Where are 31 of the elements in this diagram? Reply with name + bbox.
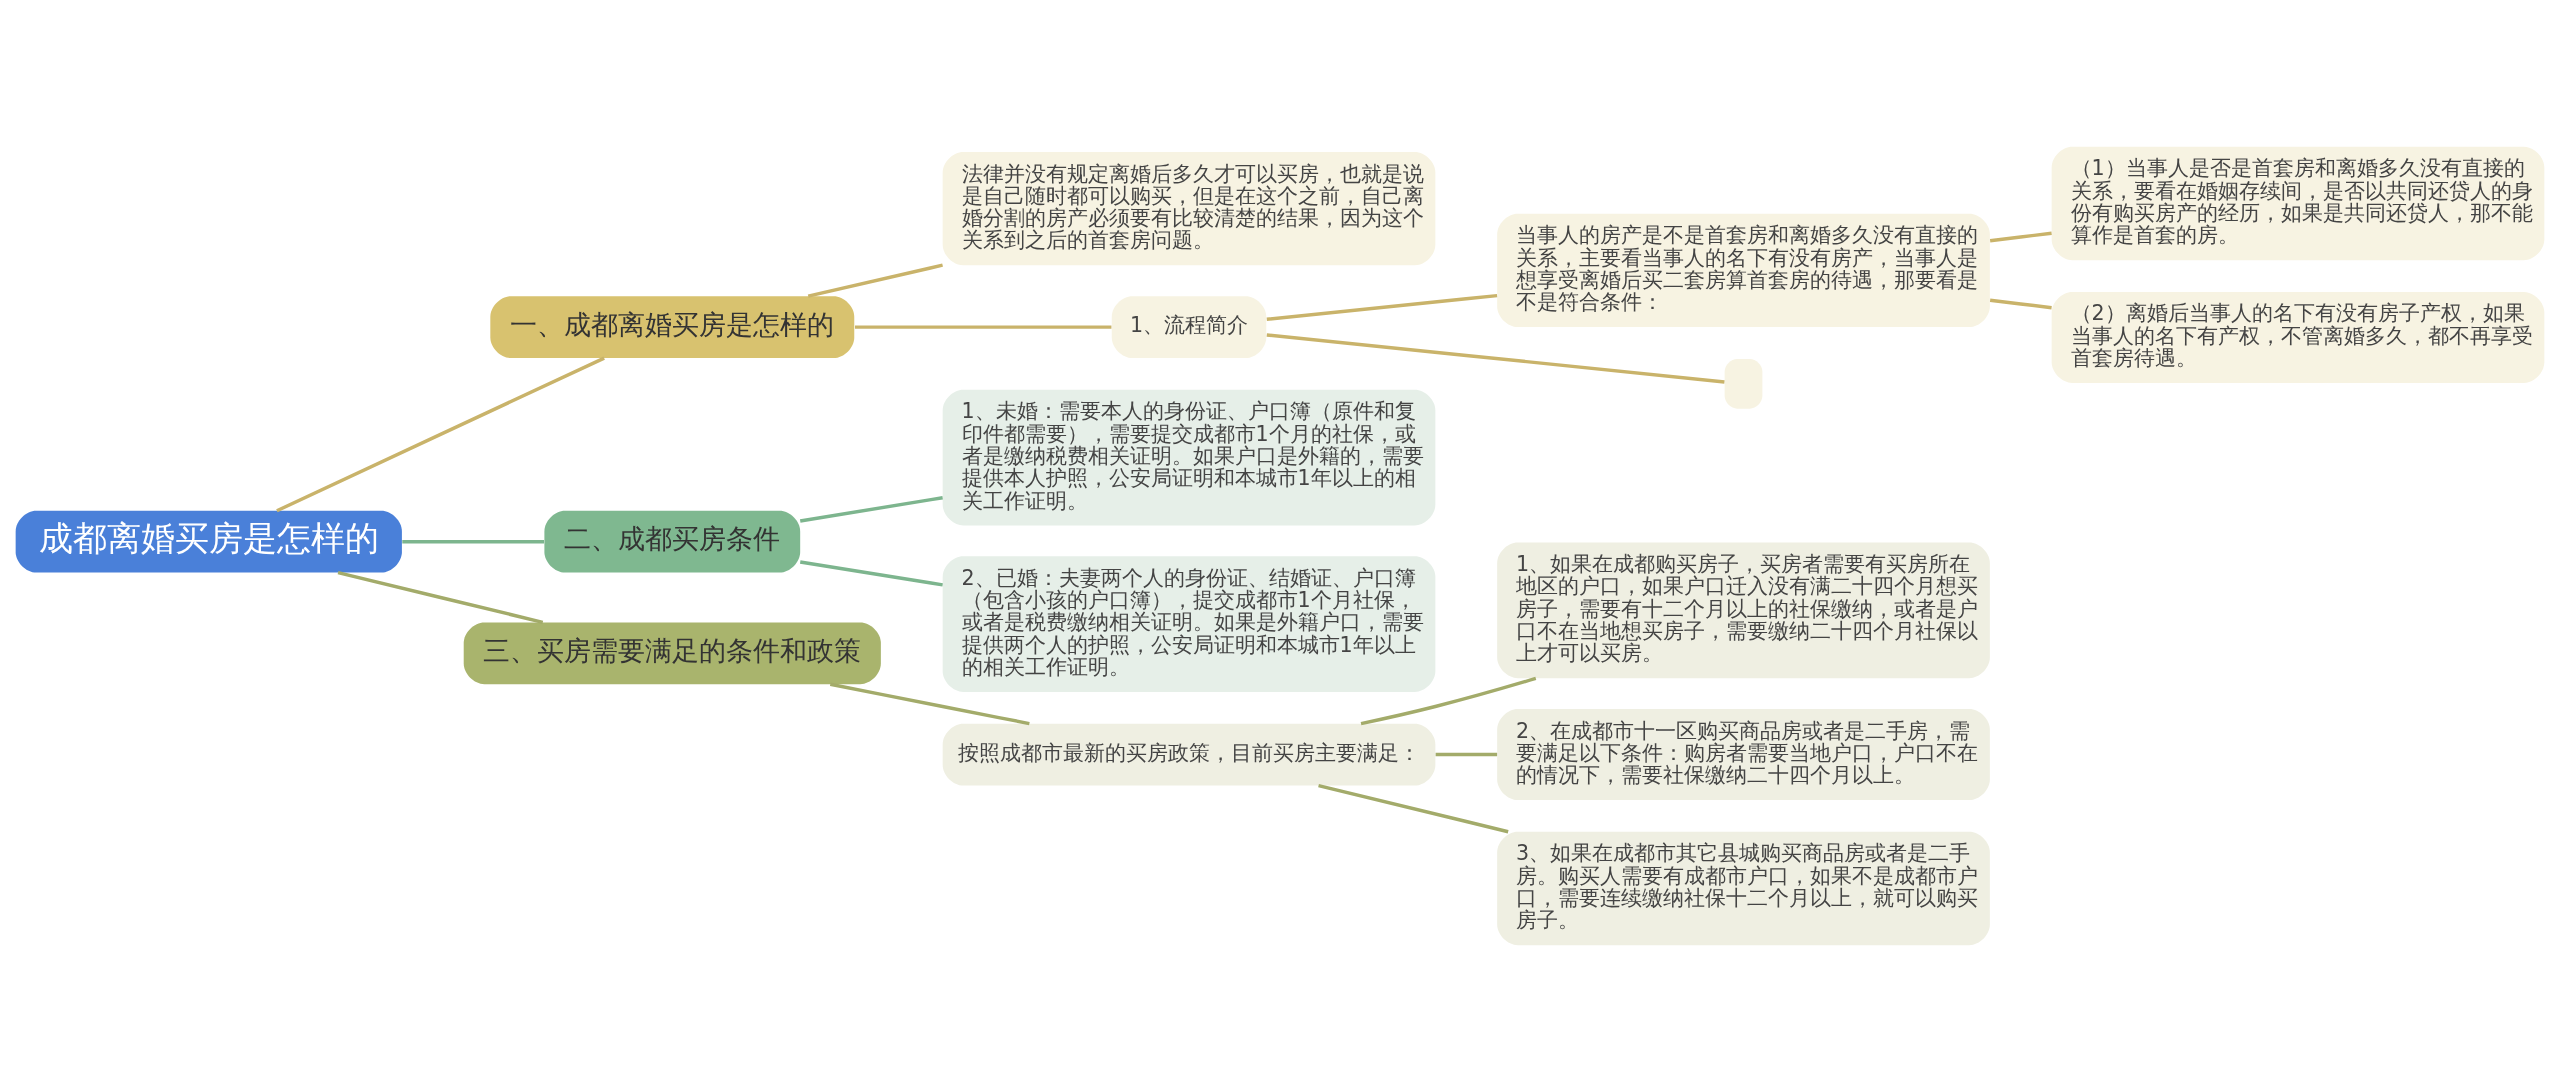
connector: [1989, 231, 2052, 242]
connector: [1989, 298, 2052, 309]
node-box: 当事人的房产是不是首套房和离婚多久没有直接的关系，主要看当事人的名下有没有房产，当事人是想享受离婚后买二套房算首套房的待遇，那要看是不是符合条件：: [1497, 213, 1990, 327]
node-box: 3、如果在成都市其它县城购买商品房或者是二手房。购买人需要有成都市户口，如果不是成都市户口，需要连续缴纳社保十二个月以上，就可以购买房子。: [1497, 831, 1990, 945]
node-box: 一、成都离婚买房是怎样的: [490, 295, 855, 358]
connector: [807, 262, 943, 298]
connector: [799, 559, 943, 587]
connector: [1266, 332, 1725, 384]
node-box: （2）离婚后当事人的名下有没有房子产权，如果当事人的名下有产权，不管离婚多久，都不再享受首套房待遇。: [2051, 291, 2545, 383]
node-box: 1、如果在成都购买房子，买房者需要有买房所在地区的户口，如果户口迁入没有满二十四个月想买房子，需要有十二个月以上的社保缴纳，或者是户口不在当地想买房子，需要缴纳二十四个月社保以上才可以买房。: [1497, 542, 1990, 678]
connector: [1266, 293, 1498, 321]
connector: [855, 324, 1112, 329]
node-box: 二、成都买房条件: [544, 510, 801, 573]
connector: [829, 682, 1030, 725]
node-box: 三、买房需要满足的条件和政策: [463, 621, 881, 684]
connector: [1435, 752, 1498, 756]
node-box: 按照成都市最新的买房政策，目前买房主要满足：: [942, 723, 1436, 785]
node-box: 法律并没有规定离婚后多久才可以买房，也就是说是自己随时都可以购买，但是在这个之前，自己离婚分割的房产必须要有比较清楚的结果，因为这个关系到之后的首套房问题。: [942, 151, 1436, 265]
node-box: （1）当事人是否是首套房和离婚多久没有直接的关系，要看在婚姻存续间，是否以共同还贷人的身份有购买房产的经历，如果是共同还贷人，那不能算作是首套的房。: [2051, 146, 2545, 260]
node-box: 2、在成都市十一区购买商品房或者是二手房，需要满足以下条件：购房者需要当地户口，户口不在的情况下，需要社保缴纳二十四个月以上。: [1497, 708, 1990, 800]
connector: [799, 495, 943, 523]
node-box: 1、未婚：需要本人的身份证、户口簿（原件和复印件都需要），需要提交成都市1个月的社保，或者是缴纳税费相关证明。如果户口是外籍的，需要提供本人护照，公安局证明和本城市1年以上的相关工作证明。: [942, 389, 1436, 525]
connector: [1318, 783, 1509, 833]
node-box: [1724, 358, 1763, 409]
connector: [276, 356, 605, 512]
connector: [337, 570, 544, 624]
node-box: 1、流程简介: [1111, 295, 1267, 358]
node-box: 成都离婚买房是怎样的: [15, 510, 402, 573]
node-box: 2、已婚：夫妻两个人的身份证、结婚证、户口簿（包含小孩的户口簿），提交成都市1个月社保，或者是税费缴纳相关证明。如果是外籍户口，需要提供两个人的护照，公安局证明和本城市1年以上的相关工作证明。: [942, 555, 1436, 692]
connector: [1360, 676, 1537, 725]
connector: [402, 539, 544, 543]
